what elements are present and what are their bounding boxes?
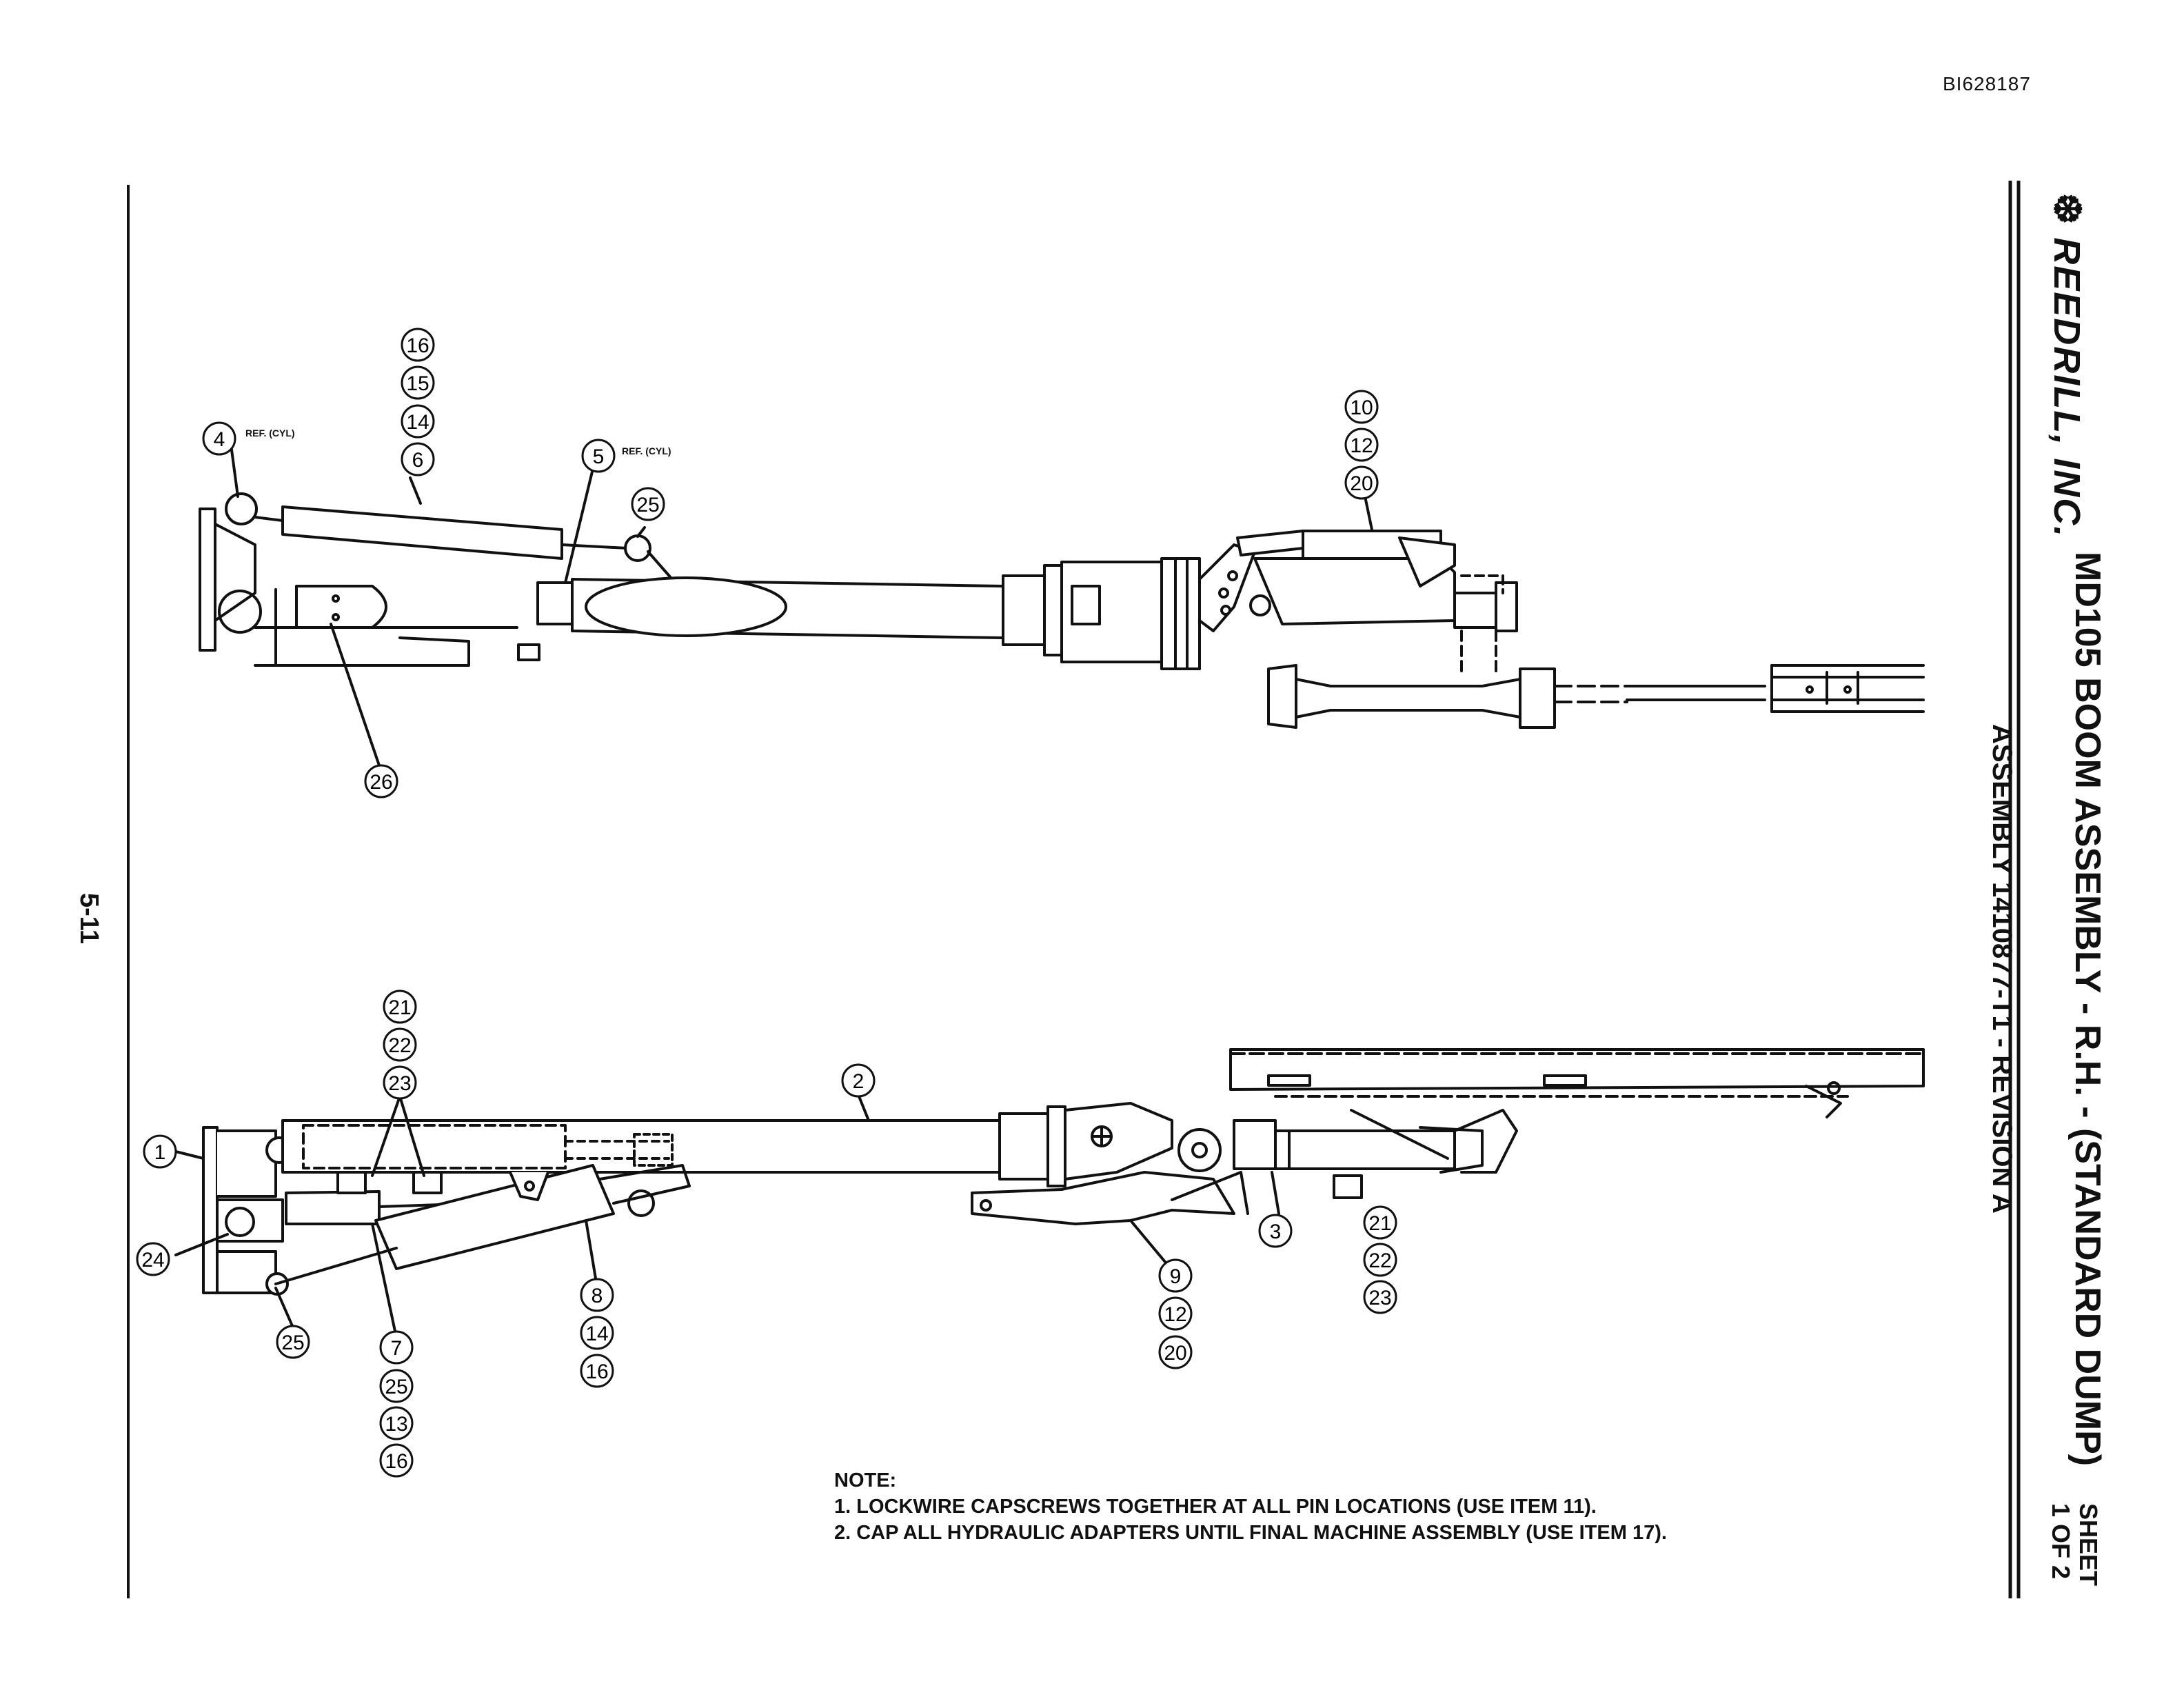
svg-text:5: 5 <box>593 445 605 468</box>
svg-text:10: 10 <box>1350 396 1373 419</box>
svg-text:16: 16 <box>406 334 429 357</box>
svg-text:13: 13 <box>385 1413 407 1436</box>
svg-text:1: 1 <box>154 1141 166 1164</box>
balloon-item-8[interactable]: 8 <box>580 1278 614 1312</box>
svg-text:21: 21 <box>1368 1212 1391 1235</box>
svg-text:16: 16 <box>585 1360 608 1383</box>
balloon-item-1[interactable]: 1 <box>143 1134 177 1169</box>
svg-text:25: 25 <box>636 494 659 516</box>
svg-text:22: 22 <box>388 1034 411 1057</box>
balloon-item-20[interactable]: 20 <box>1344 465 1379 500</box>
svg-text:25: 25 <box>385 1376 407 1398</box>
balloon-item-16[interactable]: 16 <box>401 328 435 362</box>
balloon-item-24[interactable]: 24 <box>136 1242 170 1276</box>
svg-text:14: 14 <box>406 411 429 434</box>
balloon-item-5[interactable]: 5 <box>581 439 616 473</box>
svg-text:8: 8 <box>592 1285 603 1307</box>
balloon-item-23[interactable]: 23 <box>383 1065 417 1100</box>
balloon-item-12[interactable]: 12 <box>1158 1296 1193 1331</box>
balloon-item-22[interactable]: 22 <box>383 1027 417 1062</box>
balloon-item-25[interactable]: 25 <box>379 1369 414 1403</box>
svg-text:22: 22 <box>1368 1249 1391 1272</box>
balloon-item-3[interactable]: 3 <box>1258 1214 1293 1248</box>
document-id: BI628187 <box>1943 73 2031 94</box>
svg-text:15: 15 <box>406 372 429 395</box>
svg-text:20: 20 <box>1350 472 1373 495</box>
svg-text:4: 4 <box>214 428 225 451</box>
balloon-item-25[interactable]: 25 <box>631 487 665 521</box>
balloon-item-16[interactable]: 16 <box>580 1354 614 1388</box>
balloon-item-16[interactable]: 16 <box>379 1443 414 1478</box>
balloon-item-13[interactable]: 13 <box>379 1406 414 1440</box>
balloon-item-21[interactable]: 21 <box>383 989 417 1024</box>
svg-text:24: 24 <box>141 1249 164 1272</box>
balloon-item-9[interactable]: 9 <box>1158 1258 1193 1293</box>
svg-text:25: 25 <box>281 1332 304 1354</box>
balloon-item-7[interactable]: 7 <box>379 1330 414 1365</box>
notes-heading: NOTE: <box>834 1469 897 1491</box>
svg-text:12: 12 <box>1350 434 1373 457</box>
balloon-item-23[interactable]: 23 <box>1363 1280 1397 1314</box>
balloon-item-14[interactable]: 14 <box>401 404 435 439</box>
balloon-item-4[interactable]: 4 <box>202 421 236 456</box>
note-item: 2. CAP ALL HYDRAULIC ADAPTERS UNTIL FINA… <box>834 1522 1667 1544</box>
balloon-item-22[interactable]: 22 <box>1363 1243 1397 1277</box>
balloon-item-6[interactable]: 6 <box>401 442 435 476</box>
ref-cyl-label: REF. (CYL) <box>622 445 671 456</box>
svg-text:9: 9 <box>1170 1265 1182 1288</box>
svg-text:14: 14 <box>585 1323 608 1345</box>
notes-block: NOTE: 1. LOCKWIRE CAPSCREWS TOGETHER AT … <box>834 1467 1667 1546</box>
balloon-item-12[interactable]: 12 <box>1344 428 1379 462</box>
svg-text:26: 26 <box>370 771 392 794</box>
note-item: 1. LOCKWIRE CAPSCREWS TOGETHER AT ALL PI… <box>834 1496 1597 1518</box>
balloon-item-14[interactable]: 14 <box>580 1316 614 1350</box>
svg-text:3: 3 <box>1270 1220 1282 1243</box>
balloon-item-15[interactable]: 15 <box>401 365 435 400</box>
balloon-item-10[interactable]: 10 <box>1344 390 1379 424</box>
ref-cyl-label: REF. (CYL) <box>245 428 295 439</box>
balloon-item-20[interactable]: 20 <box>1158 1335 1193 1369</box>
balloon-item-25[interactable]: 25 <box>276 1325 310 1359</box>
balloon-item-2[interactable]: 2 <box>841 1063 876 1098</box>
svg-text:16: 16 <box>385 1450 407 1473</box>
svg-text:7: 7 <box>391 1337 403 1360</box>
svg-text:21: 21 <box>388 996 411 1019</box>
svg-text:6: 6 <box>412 449 424 472</box>
balloon-item-26[interactable]: 26 <box>364 764 398 798</box>
svg-text:23: 23 <box>1368 1287 1391 1309</box>
balloon-item-21[interactable]: 21 <box>1363 1205 1397 1240</box>
svg-text:2: 2 <box>853 1070 865 1093</box>
svg-text:20: 20 <box>1164 1342 1186 1365</box>
svg-text:23: 23 <box>388 1072 411 1095</box>
svg-text:12: 12 <box>1164 1303 1186 1326</box>
